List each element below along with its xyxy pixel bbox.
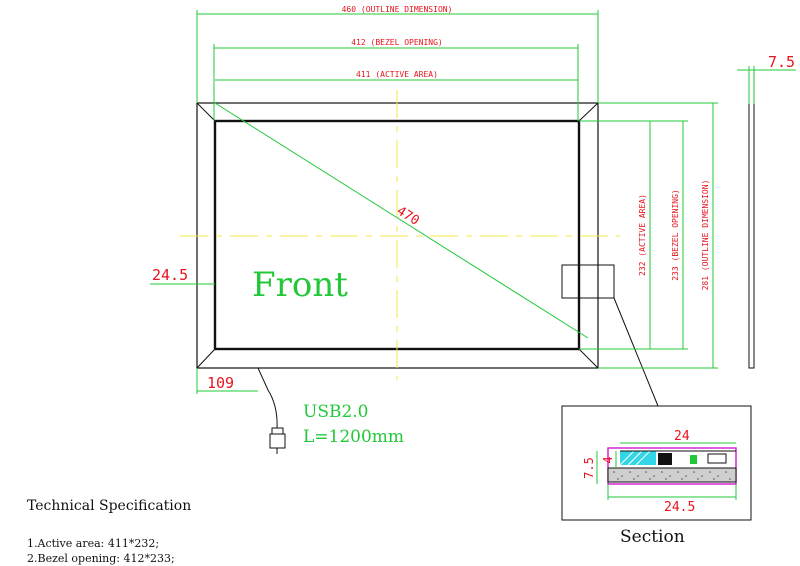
- cable-type-label: USB2.0: [303, 402, 369, 422]
- active-height-label: 232 (ACTIVE AREA): [638, 194, 647, 276]
- connector-box: [561, 264, 615, 299]
- bevel-tl: [196, 102, 216, 122]
- spec-title: Technical Specification: [27, 498, 191, 514]
- bevel-tr: [578, 102, 599, 122]
- front-view: 470 Front: [180, 90, 659, 407]
- section-detail: [561, 405, 752, 521]
- section-dim-left: 7.5: [582, 457, 596, 479]
- spec-item-2: 2.Bezel opening: 412*233;: [27, 552, 175, 565]
- active-width-label: 411 (ACTIVE AREA): [356, 70, 438, 79]
- section-title: Section: [620, 527, 685, 547]
- bevel-bl: [196, 348, 216, 369]
- right-dimensions: [579, 102, 718, 369]
- bevel-br: [578, 348, 599, 369]
- diagonal-line: [214, 102, 589, 339]
- bezel-width-label: 412 (BEZEL OPENING): [351, 38, 443, 47]
- usb-offset-label: 109: [207, 374, 234, 392]
- section-dim-inner: 4: [601, 456, 615, 463]
- cable-length-label: L=1200mm: [303, 427, 404, 447]
- top-dimensions: [196, 10, 599, 121]
- side-view: [737, 66, 796, 369]
- spec-item-1: 1.Active area: 411*232;: [27, 537, 159, 550]
- diagonal-label: 470: [394, 204, 422, 229]
- thickness-label: 7.5: [768, 53, 795, 71]
- section-dim-bottom: 24.5: [664, 500, 695, 515]
- section-leader-line: [613, 297, 659, 407]
- section-dim-top: 24: [674, 429, 690, 444]
- bezel-height-label: 233 (BEZEL OPENING): [671, 189, 680, 281]
- usb-offset-dim: [196, 368, 258, 394]
- outline-height-label: 281 (OUTLINE DIMENSION): [701, 180, 710, 291]
- usb-cable: [257, 367, 286, 454]
- outline-width-label: 460 (OUTLINE DIMENSION): [342, 5, 453, 14]
- side-margin-label: 24.5: [152, 266, 188, 284]
- front-label: Front: [252, 265, 348, 305]
